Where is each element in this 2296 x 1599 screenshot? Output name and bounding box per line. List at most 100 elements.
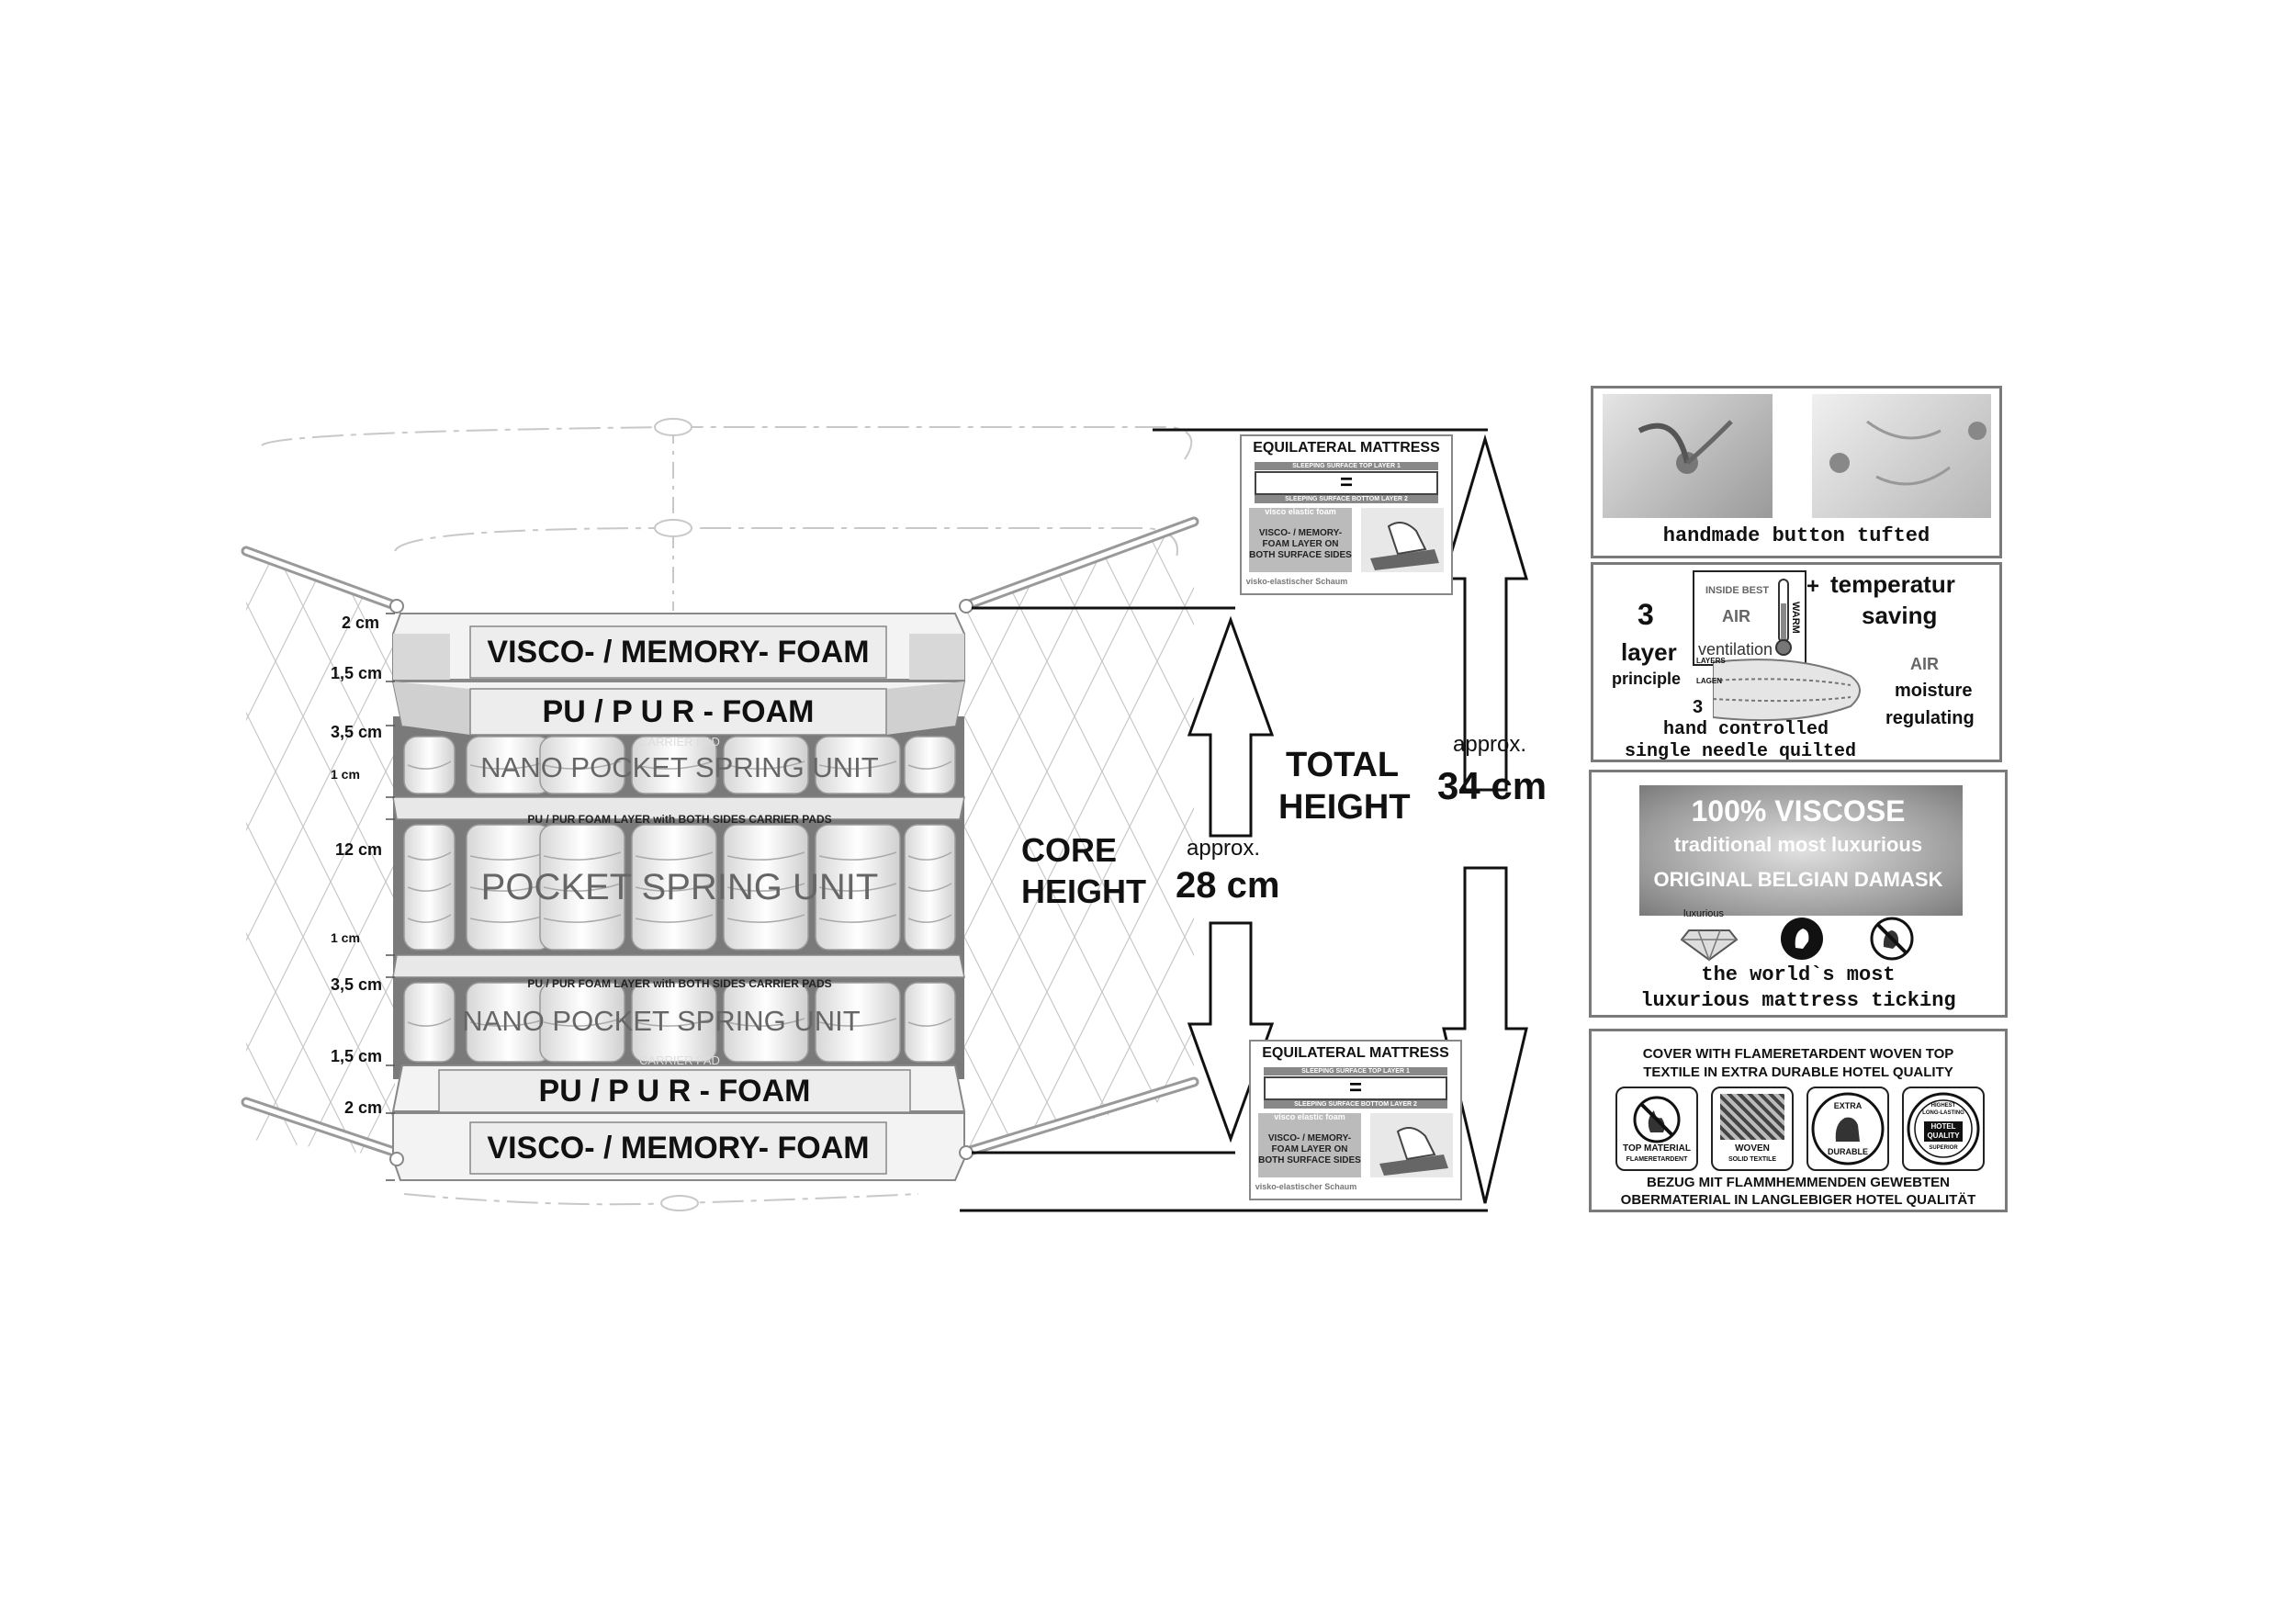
tufting-photo-1 <box>1603 394 1773 518</box>
core-height-label-1: CORE <box>1021 831 1118 869</box>
spring-coil-turn <box>907 1018 952 1027</box>
spring-coil <box>815 736 901 794</box>
spring-coil <box>631 982 717 1063</box>
spring-coil-turn <box>635 914 714 923</box>
equilateral-layer-text-3: BOTH SURFACE SIDES <box>1258 1155 1361 1165</box>
dimension-ticks <box>386 613 395 1181</box>
cover-header-1: COVER WITH FLAMERETARDENT WOVEN TOP <box>1642 1046 1954 1062</box>
carrier-pad-top-label: CARRIER PAD <box>639 735 720 749</box>
inside-best-box: INSIDE BEST AIR ventilation <box>1693 570 1806 666</box>
spring-coil-turn <box>543 914 622 923</box>
total-arrow-down <box>1442 866 1528 1204</box>
pu-layer-top-label: PU / PUR FOAM LAYER with BOTH SIDES CARR… <box>527 813 832 826</box>
saving-label: saving <box>1862 602 1938 629</box>
dim-separator-top: 1 cm <box>331 767 360 782</box>
quilt-line-2: single needle quilted <box>1625 741 1857 762</box>
viscose-subtitle: traditional most luxurious <box>1673 833 1923 856</box>
spring-coil-turn <box>635 760 714 770</box>
damask-fabric-banner <box>1639 785 1963 916</box>
spring-coil-turn <box>543 851 622 861</box>
spring-coil-turn <box>907 883 952 892</box>
lagen-small-label: LAGEN <box>1696 677 1722 685</box>
pu-separator-bottom <box>392 954 965 978</box>
dashed-outline-knot-2 <box>654 519 692 537</box>
spring-coil-turn <box>818 851 897 861</box>
foam-texture <box>1258 1113 1361 1177</box>
spring-coil <box>631 736 717 794</box>
moisture-label: moisture <box>1895 681 1973 701</box>
icon2-line2: SOLID TEXTILE <box>1728 1156 1777 1163</box>
viscose-line-2: luxurious mattress ticking <box>1640 989 1956 1012</box>
extra-durable-icon: EXTRA DURABLE <box>1806 1087 1889 1171</box>
viscose-damask: ORIGINAL BELGIAN DAMASK <box>1653 868 1943 891</box>
icon4-line1: HIGHEST <box>1930 1103 1956 1109</box>
button-tufted-caption: handmade button tufted <box>1662 524 1930 547</box>
spring-coil <box>539 982 625 1063</box>
equilateral-visco-small: visco elastic foam <box>1274 1112 1345 1121</box>
three-small-label: 3 <box>1693 697 1704 717</box>
icon1-line2: FLAMERETARDENT <box>1626 1156 1688 1163</box>
spring-coil-turn <box>818 914 897 923</box>
spring-coil-turn <box>818 760 897 770</box>
equilateral-layer-text-1: VISCO- / MEMORY- <box>1267 1133 1352 1143</box>
nano-spring-row-top <box>403 736 956 794</box>
spring-coil-turn <box>543 1018 622 1027</box>
equilateral-title: EQUILATERAL MATTRESS <box>1262 1045 1449 1061</box>
icon4-line2: LONG-LASTING <box>1922 1110 1964 1116</box>
air-right-label: AIR <box>1910 655 1939 673</box>
spring-coil-turn <box>407 914 452 923</box>
layers-small-label: LAYERS <box>1696 657 1726 665</box>
pu-separator-top <box>392 796 965 820</box>
spring-coil-turn <box>635 851 714 861</box>
hotel-quality-icon: HIGHEST LONG-LASTING HOTEL QUALITY SUPER… <box>1902 1087 1985 1171</box>
total-height-value: 34 cm <box>1437 764 1548 807</box>
spring-coil <box>904 736 956 794</box>
core-height-approx: approx. <box>1187 836 1261 861</box>
spring-coil-turn <box>907 914 952 923</box>
regulating-label: regulating <box>1885 708 1975 728</box>
spring-coil-turn <box>726 883 805 892</box>
cover-footer-1: BEZUG MIT FLAMMHEMMENDEN GEWEBTEN <box>1647 1175 1950 1190</box>
dashed-outline-knot-1 <box>654 418 692 436</box>
plus-label: + <box>1806 574 1820 599</box>
icon3-line2: DURABLE <box>1828 1147 1868 1156</box>
nano-spring-row-bottom <box>403 982 956 1063</box>
warm-label: WARM <box>1790 602 1801 634</box>
dim-separator-bottom: 1 cm <box>331 930 360 945</box>
layer-number: 3 <box>1638 598 1654 631</box>
viscose-title: 100% VISCOSE <box>1691 794 1906 828</box>
dashed-outline-top <box>261 426 1193 460</box>
dashed-outline-mid <box>394 527 1178 561</box>
spring-coil <box>723 824 809 951</box>
hand-wash-icon <box>1781 918 1823 960</box>
equilateral-top-band: SLEEPING SURFACE TOP LAYER 1 <box>1255 462 1438 470</box>
quilt-line-1: hand controlled <box>1663 719 1829 740</box>
layer-principle: principle <box>1612 670 1682 688</box>
pocket-spring-rows <box>403 824 956 951</box>
spring-coil-turn <box>907 760 952 770</box>
nano-spring-top-label: NANO POCKET SPRING UNIT <box>480 751 879 783</box>
icon4-line5: SUPERIOR <box>1929 1145 1958 1151</box>
core-arrow-up <box>1187 615 1275 838</box>
no-wash-icon <box>1870 917 1914 961</box>
equilateral-visco-small: visco elastic foam <box>1265 507 1336 516</box>
equilateral-bottom-band: SLEEPING SURFACE BOTTOM LAYER 2 <box>1264 1100 1447 1109</box>
pu-bottom-label: PU / P U R - FOAM <box>538 1073 811 1109</box>
dim-pocket: 12 cm <box>335 840 383 859</box>
visco-top-label: VISCO- / MEMORY- FOAM <box>487 634 870 670</box>
quilt-layers-illustration <box>1713 659 1861 722</box>
equilateral-layer-text-2: FOAM LAYER ON <box>1262 539 1339 549</box>
spring-coil-turn <box>543 760 622 770</box>
spring-coil-turn <box>907 851 952 861</box>
panel-layer-principle: 3 layer principle INSIDE BEST AIR ventil… <box>1591 562 2002 762</box>
equilateral-top-band: SLEEPING SURFACE TOP LAYER 1 <box>1264 1067 1447 1075</box>
viscose-line-1: the world`s most <box>1701 963 1896 986</box>
equilateral-layer-text-3: BOTH SURFACE SIDES <box>1249 550 1352 560</box>
total-height-label-1: TOTAL <box>1286 746 1400 784</box>
spring-coil-turn <box>726 851 805 861</box>
equilateral-card-top: EQUILATERAL MATTRESS SLEEPING SURFACE TO… <box>1240 434 1453 595</box>
spring-coil-turn <box>818 1018 897 1027</box>
equilateral-card-bottom: EQUILATERAL MATTRESS SLEEPING SURFACE TO… <box>1249 1040 1462 1200</box>
